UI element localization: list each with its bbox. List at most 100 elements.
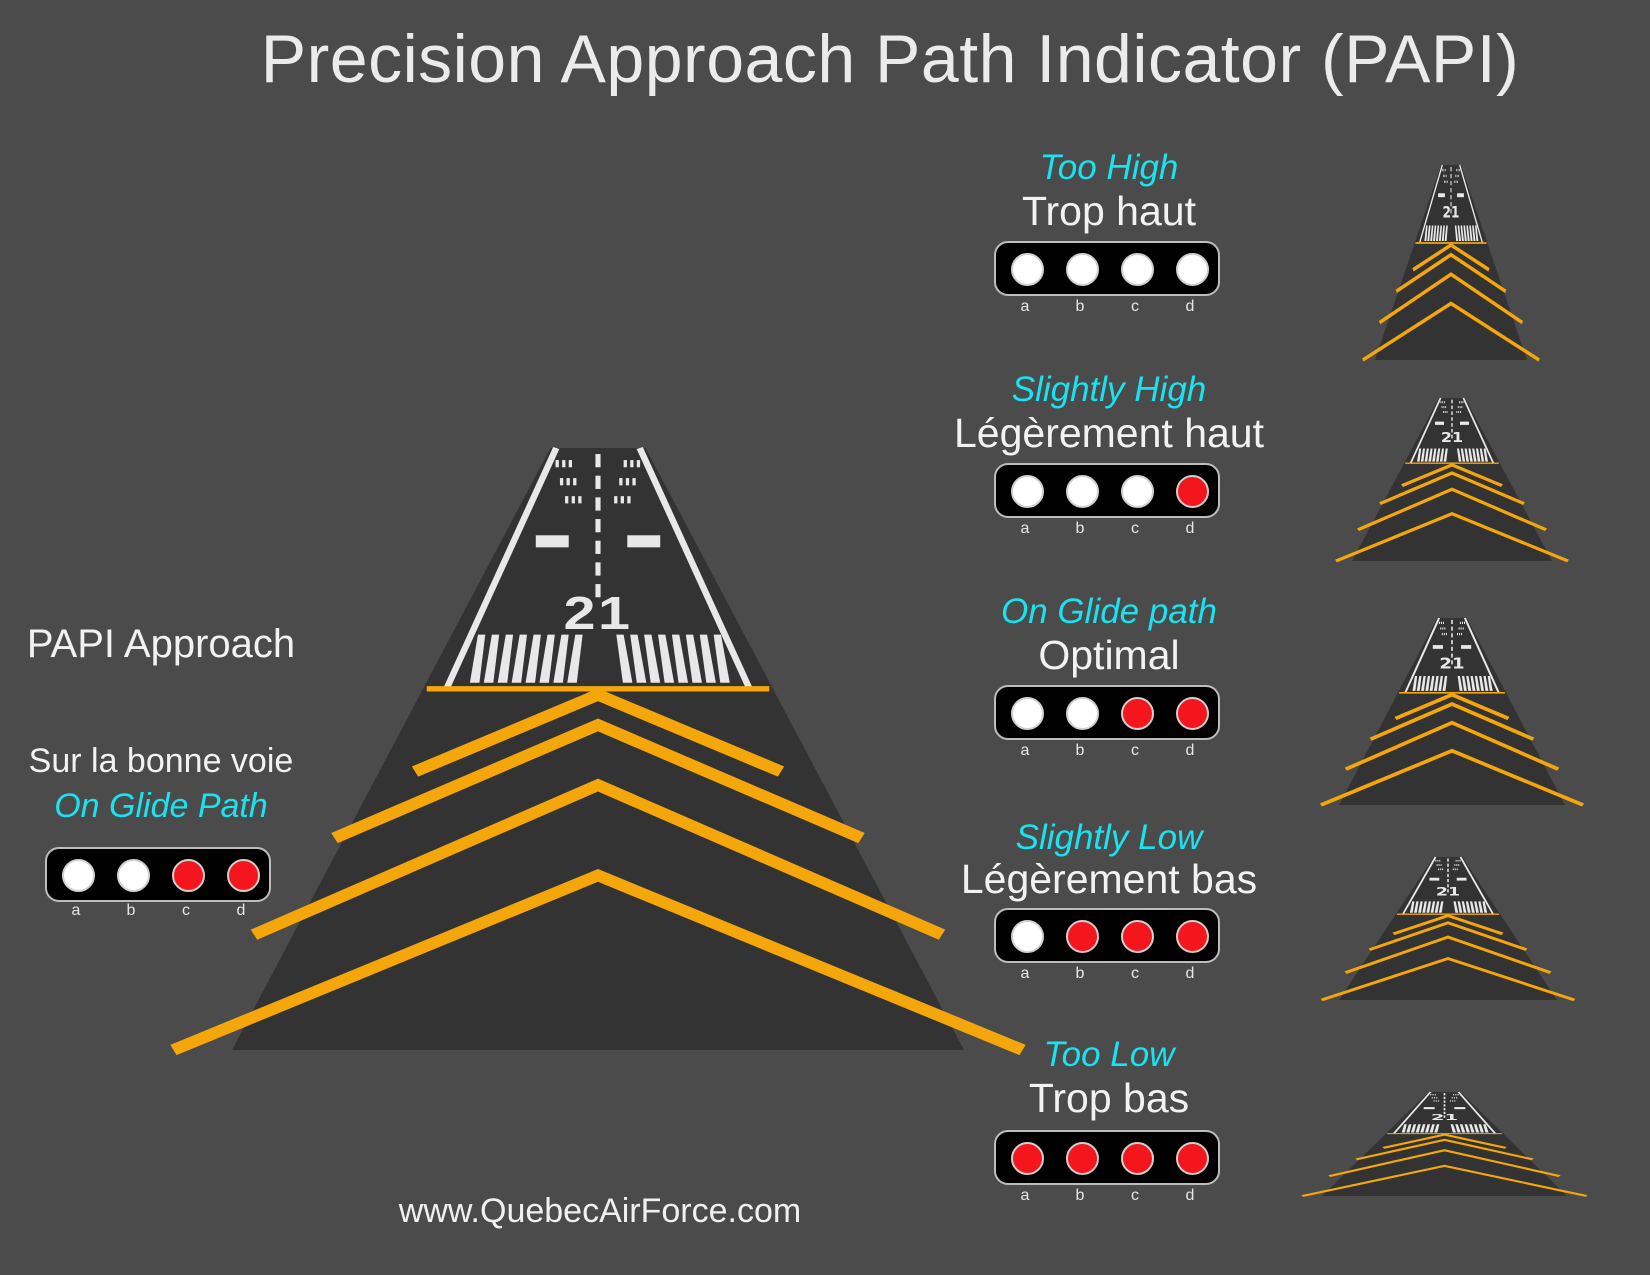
aiming-point-left [535,535,569,548]
touchdown-mark [1453,1094,1455,1096]
touchdown-mark [1440,401,1442,404]
threshold-stripe [1428,448,1433,462]
chevron-marking [1344,720,1560,771]
touchdown-mark [1461,621,1463,624]
chevron-marking [1395,252,1507,294]
chevron-marking [170,869,1026,1056]
papi-lamp-b [1066,253,1099,286]
lamp-label-c: c [1131,298,1139,315]
threshold-stripe [1479,448,1485,462]
threshold-stripe [1474,675,1480,691]
touchdown-mark [1453,1097,1455,1099]
touchdown-mark [1435,859,1437,862]
threshold-stripe [1463,225,1467,242]
threshold-stripe [1461,675,1467,691]
touchdown-mark [1459,406,1461,409]
touchdown-mark [1455,174,1457,178]
papi-lamp-d [1176,697,1209,730]
runway-thumbnail-slightly-high: 21 [1335,397,1569,563]
threshold-stripe [1460,225,1464,242]
threshold-stripe [1483,448,1488,462]
touchdown-mark [1461,632,1463,636]
state-lamp-labels: a b c d [994,965,1220,985]
lamp-label-d: d [1185,298,1195,315]
lamp-label-b: b [1075,520,1085,537]
threshold-stripe [658,634,675,683]
touchdown-mark [1445,406,1447,409]
papi-approach-heading: PAPI Approach [26,622,296,666]
touchdown-mark [1457,1094,1459,1096]
threshold-stripe [1434,1124,1440,1133]
runway-number-small: 21 [1441,430,1463,445]
papi-lamp-b [117,859,150,892]
chevron-marking [1320,957,1576,1002]
threshold-stripe [1464,448,1469,462]
threshold-stripe [1457,901,1463,913]
runway-edge-line-left [1401,856,1437,915]
touchdown-mark [1456,174,1458,178]
touchdown-mark [573,478,577,486]
papi-lamp-a [1011,475,1044,508]
touchdown-mark [1459,859,1461,862]
threshold-stripe [699,634,716,683]
threshold-stripe [1416,675,1422,691]
touchdown-mark [1463,621,1465,624]
threshold-stripe [1425,675,1431,691]
aiming-point-right [1454,1107,1466,1110]
chevron-marking [1301,1164,1588,1197]
touchdown-mark [1456,411,1458,413]
state-lamp-labels: a b c d [994,520,1220,540]
touchdown-mark [1455,180,1457,183]
touchdown-mark [1457,180,1458,183]
runway-number-small: 21 [1443,204,1460,222]
papi-lamp-b [1066,1142,1099,1175]
runway-edge-line-right [1457,1091,1497,1134]
touchdown-mark [1451,1097,1453,1099]
threshold-stripe [1450,1124,1457,1133]
lamp-label-c: c [1131,742,1139,759]
lamp-label-a: a [1020,742,1030,759]
touchdown-mark [625,478,630,486]
state-english-label: Too High [1039,148,1179,187]
touchdown-mark [1456,632,1458,636]
touchdown-mark [1444,174,1446,178]
threshold-stripe [1444,225,1448,242]
touchdown-mark [1435,1100,1437,1102]
lamp-label-d: d [1185,742,1195,759]
aiming-point-right [1460,421,1469,425]
threshold-stripe [1435,225,1440,242]
touchdown-mark [1459,401,1460,404]
runway-edge-line-right [1463,617,1500,694]
papi-lamp-a [1011,920,1044,953]
papi-lamp-d [227,859,260,892]
page-title: Precision Approach Path Indicator (PAPI) [260,21,1520,97]
threshold-stripe [1424,225,1428,242]
threshold-stripe [1424,448,1429,462]
papi-lamp-b [1066,920,1099,953]
touchdown-mark [1438,868,1440,871]
threshold-stripe [469,634,486,683]
chevron-marking [1328,1149,1561,1177]
threshold-stripe [1415,1124,1421,1133]
papi-lamp-c [1121,697,1154,730]
threshold-stripe [1443,448,1448,462]
touchdown-mark [1442,621,1444,624]
lamp-label-d: d [1185,520,1195,537]
lamp-label-c: c [1131,520,1139,537]
state-lamp-labels: a b c d [994,742,1220,762]
state-lamp-labels: a b c d [994,1187,1220,1207]
touchdown-mark [1459,168,1460,172]
papi-lamp-c [1121,1142,1154,1175]
lamp-label-d: d [1185,1187,1195,1204]
threshold-stripe [1465,901,1471,913]
lamp-label-a: a [1020,520,1030,537]
touchdown-mark [620,496,624,504]
papi-lamp-a [1011,697,1044,730]
threshold-stripe [1427,225,1431,242]
threshold-stripe [497,634,514,683]
threshold-stripe [685,634,702,683]
threshold-stripe [1457,448,1462,462]
threshold-stripe [1475,225,1479,242]
threshold-stripe [1479,675,1485,691]
touchdown-mark [1454,1100,1456,1102]
